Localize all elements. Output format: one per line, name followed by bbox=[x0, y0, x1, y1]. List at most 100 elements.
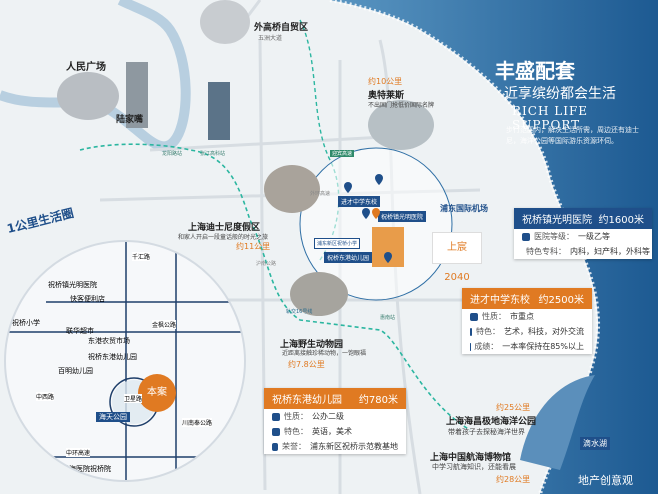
dishui-lake-label: 滴水湖 bbox=[580, 437, 610, 450]
headline-title: 丰盛配套 bbox=[495, 59, 575, 83]
zoom-label-school: 进才中学东校 bbox=[338, 196, 381, 207]
row-key: 荣誉： bbox=[282, 442, 306, 451]
row-value: 浦东新区祝桥示范教基地 bbox=[310, 442, 398, 451]
disney-castle-thumbnail bbox=[264, 165, 320, 213]
row-value: 公办二级 bbox=[312, 412, 344, 421]
disney-desc: 和家人开启一段童话般的时光之旅 bbox=[178, 234, 269, 241]
inset-school: 祝桥小学 bbox=[12, 319, 40, 327]
kinder-card-row: 荣誉： 浦东新区祝桥示范教基地 bbox=[264, 439, 406, 454]
hospital-card: 祝桥镇光明医院 约1600米 医院等级：一级乙等 特色专科： 内科，妇产科，外科等 bbox=[514, 208, 652, 259]
museum-distance: 约28公里 bbox=[496, 475, 531, 484]
metro-station-c: 惠南站 bbox=[380, 315, 396, 321]
inset-vegmarket: 东港农贸市场 bbox=[88, 337, 130, 345]
airport-label: 浦东国际机场 bbox=[440, 204, 488, 213]
dolphin-thumbnail bbox=[500, 370, 610, 480]
peoples-square-thumbnail bbox=[57, 72, 119, 120]
project-plot bbox=[372, 227, 404, 267]
hospital-card-head: 祝桥镇光明医院 约1600米 bbox=[514, 208, 652, 229]
inset-road-w: 川南奉公路 bbox=[182, 418, 213, 427]
museum-desc: 中学习航海知识，还能看展 bbox=[432, 463, 516, 471]
kinder-card-name: 祝桥东港幼儿园 bbox=[272, 395, 342, 406]
peoples-square-label: 人民广场 bbox=[66, 62, 106, 73]
metro-route bbox=[79, 143, 471, 431]
headline-subtitle: 近享缤纷都会生活 bbox=[504, 86, 616, 102]
row-key: 特色： bbox=[476, 327, 500, 336]
zoom-label-hospital: 祝桥镇光明医院 bbox=[378, 211, 427, 222]
life-circle-inset: 本案 祝桥镇光明医院 快客便利店 祝桥小学 联华超市 东港农贸市场 祝桥东港幼儿… bbox=[4, 240, 246, 482]
zoo-distance: 约7.8公里 bbox=[288, 360, 325, 369]
road-label-b: 迎宾高速 bbox=[330, 150, 355, 157]
inset-care: 长海医院祝桥院 bbox=[62, 465, 111, 473]
road-label-a: 外环高速 bbox=[310, 191, 331, 197]
outlets-thumbnail bbox=[200, 0, 250, 44]
row-value: 英语，美术 bbox=[312, 427, 352, 436]
inset-road-se: 卫星路 bbox=[124, 394, 143, 403]
aote-label: 奥特莱斯 bbox=[368, 91, 405, 101]
zoo-desc: 近距离接触珍稀动物，一饱眼福 bbox=[282, 350, 367, 357]
row-key: 特色： bbox=[284, 427, 308, 436]
inset-store: 快客便利店 bbox=[70, 295, 105, 303]
metro-station-b: 张江高科站 bbox=[200, 151, 226, 157]
row-value: 市重点 bbox=[510, 312, 534, 321]
info-icon bbox=[522, 232, 530, 241]
inset-highway: 中环高速 bbox=[66, 448, 91, 457]
watermark: 地产创意观 bbox=[578, 474, 633, 487]
info-icon bbox=[272, 427, 280, 436]
hospital-card-dist: 约1600米 bbox=[598, 215, 644, 226]
info-icon bbox=[470, 327, 472, 336]
inset-road-n: 千汇路 bbox=[132, 252, 151, 261]
row-key: 特色专科： bbox=[526, 247, 566, 256]
museum-label: 上海中国航海博物馆 bbox=[430, 453, 512, 463]
sea-area bbox=[330, 0, 658, 494]
zoo-elephant-thumbnail bbox=[290, 272, 348, 316]
kinder-card: 祝桥东港幼儿园 约780米 性质： 公办二级 特色： 英语，美术 荣誉： 浦东新区祝桥… bbox=[264, 388, 406, 454]
info-icon bbox=[470, 312, 478, 321]
school-card-dist: 约2500米 bbox=[538, 295, 584, 306]
hospital-card-name: 祝桥镇光明医院 bbox=[522, 215, 592, 226]
haichang-label: 上海海昌极地海洋公园 bbox=[446, 417, 537, 427]
hospital-card-row: 医院等级：一级乙等 bbox=[514, 229, 652, 244]
haichang-desc: 带着孩子去探秘海洋世界 bbox=[448, 428, 525, 436]
hospital-card-row: 特色专科： 内科，妇产科，外科等 bbox=[514, 244, 652, 259]
kinder-card-head: 祝桥东港幼儿园 约780米 bbox=[264, 388, 406, 409]
headline-desc-2: 尼，海洋公园等国际游乐资源环伺。 bbox=[506, 137, 618, 145]
headline-english: RICH LIFE SUPPORT bbox=[512, 104, 589, 132]
inset-road-s: 中西路 bbox=[36, 392, 55, 401]
kinder-card-row: 性质： 公办二级 bbox=[264, 409, 406, 424]
lujiazui-label: 陆家嘴 bbox=[116, 115, 144, 125]
lujiazui-tower-icon bbox=[208, 82, 230, 140]
row-key: 医院等级： bbox=[534, 232, 574, 241]
row-value: 一本率保持在85%以上 bbox=[502, 342, 584, 351]
project-logo: 上宸 2040 bbox=[432, 232, 482, 283]
row-value: 艺术，科技，对外交流 bbox=[504, 327, 584, 336]
school-card-row: 特色： 艺术，科技，对外交流 bbox=[462, 324, 592, 339]
metro-station-a: 龙阳路站 bbox=[162, 151, 183, 157]
school-card: 进才中学东校 约2500米 性质：市重点 特色： 艺术，科技，对外交流 成绩：一本… bbox=[462, 288, 592, 354]
aote-distance: 约10公里 bbox=[368, 77, 403, 86]
info-icon bbox=[272, 442, 278, 451]
inset-park: 海天公园 bbox=[96, 412, 130, 422]
row-value: 内科，妇产科，外科等 bbox=[570, 247, 650, 256]
aote-thumbnail bbox=[368, 100, 434, 150]
headline-desc-1: 步行范围内，解决生活所需，周边还有迪士 bbox=[506, 126, 639, 134]
zoom-label-kinder: 祝桥东港幼儿园 bbox=[324, 252, 373, 263]
row-key: 成绩： bbox=[474, 342, 499, 351]
road-label-c: 轨交16号线 bbox=[286, 309, 313, 315]
inset-hospital: 祝桥镇光明医院 bbox=[48, 281, 97, 289]
road-label-d: 沪南公路 bbox=[256, 261, 277, 267]
haichang-distance: 约25公里 bbox=[496, 403, 531, 412]
inset-project-badge: 本案 bbox=[138, 374, 176, 412]
disney-label: 上海迪士尼度假区 bbox=[188, 223, 261, 233]
info-icon bbox=[272, 412, 280, 421]
disney-distance: 约11公里 bbox=[236, 242, 271, 251]
kinder-card-row: 特色： 英语，美术 bbox=[264, 424, 406, 439]
inset-road-e: 金枫公路 bbox=[152, 320, 177, 329]
school-card-row: 成绩：一本率保持在85%以上 bbox=[462, 339, 592, 354]
school-card-row: 性质：市重点 bbox=[462, 309, 592, 324]
row-key: 性质： bbox=[284, 412, 308, 421]
school-card-head: 进才中学东校 约2500米 bbox=[462, 288, 592, 309]
school-card-name: 进才中学东校 bbox=[470, 295, 530, 306]
kinder-card-dist: 约780米 bbox=[358, 395, 398, 406]
inset-baiming: 百明幼儿园 bbox=[58, 367, 93, 375]
